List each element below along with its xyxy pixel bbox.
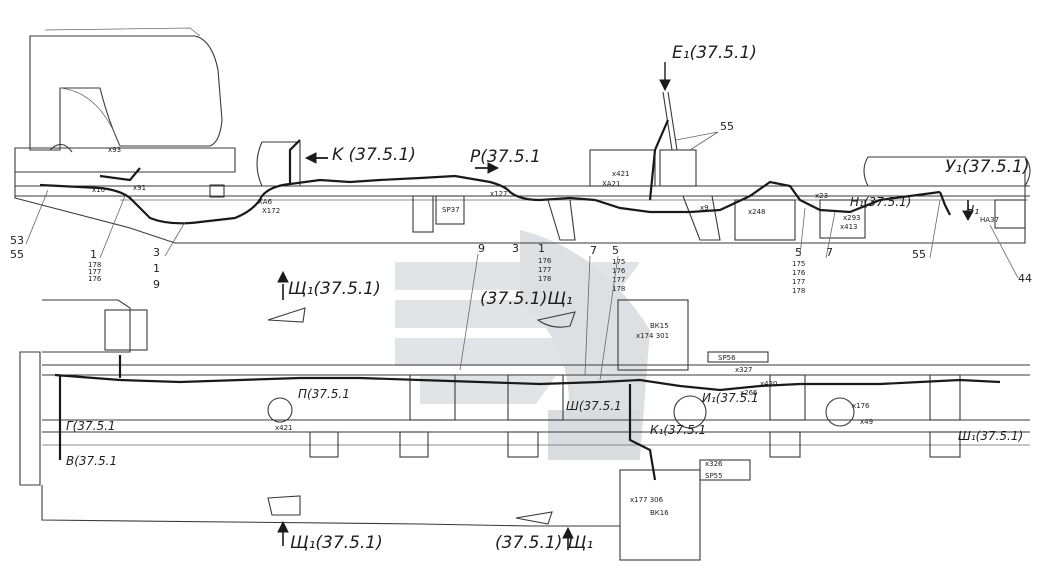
leader-7: 7 [590, 244, 597, 257]
leader-178b: 178 [538, 275, 551, 283]
section-inset-icons [267, 307, 576, 525]
leader-176c: 176 [612, 267, 626, 275]
callout-shch1-bottom-left: Щ₁(37.5.1) [290, 533, 383, 553]
callout-n1: Н₁(37.5.1) [850, 195, 911, 209]
leader-1c: 1 [538, 242, 545, 255]
label-x91: x91 [133, 184, 146, 192]
label-x420: x420 [760, 380, 778, 388]
label-x177-306: x177 306 [630, 496, 664, 504]
leader-177b: 177 [538, 266, 551, 274]
callout-sh1: Ш₁(37.5.1) [958, 429, 1023, 443]
label-x326: x326 [705, 460, 723, 468]
leader-9: 9 [478, 242, 485, 255]
leader-44: 44 [1018, 272, 1032, 285]
top-side-view [14, 27, 1031, 244]
leader-177d: 177 [792, 278, 805, 286]
leader-3: 3 [153, 246, 160, 259]
label-xa21: XA21 [602, 180, 621, 188]
leader-53: 53 [10, 234, 24, 247]
leader-175: 175 [612, 258, 625, 266]
leader-176d: 176 [792, 269, 806, 277]
callout-k1: К₁(37.5.1 [650, 423, 706, 437]
leader-177: 177 [88, 268, 101, 276]
leader-55-right: 55 [912, 248, 926, 261]
component-labels: x93 x10 x91 XA6 X172 x127 SP37 x421 XA21… [92, 146, 999, 517]
label-xa6: XA6 [258, 198, 273, 206]
label-x421: x421 [612, 170, 630, 178]
callout-shch1-bottom-right: (37.5.1) Щ₁ [495, 533, 593, 553]
label-x9: x9 [700, 204, 709, 212]
label-x266: x266 [740, 389, 758, 397]
leader-1b: 1 [153, 262, 160, 275]
leader-7b: 7 [826, 246, 833, 259]
label-x327: x327 [735, 366, 753, 374]
label-x421b: x421 [275, 424, 293, 432]
bottom-plan-view [19, 299, 1030, 561]
leader-numbers: 55 53 55 1 178 177 176 3 1 9 9 3 1 176 1… [10, 120, 1032, 381]
label-ha37: HA37 [980, 216, 999, 224]
leader-5: 5 [612, 244, 619, 257]
label-x293: x293 [843, 214, 861, 222]
callout-sh: Ш(37.5.1 [566, 399, 622, 413]
label-x176: x176 [852, 402, 870, 410]
arrows [277, 62, 974, 550]
leader-178: 178 [88, 261, 101, 269]
callout-e1: E₁(37.5.1) [672, 43, 757, 63]
callout-labels: E₁(37.5.1) K (37.5.1) P(37.5.1 У₁(37.5.1… [66, 43, 1030, 553]
label-sp37: SP37 [442, 206, 460, 214]
leader-55-left: 55 [10, 248, 24, 261]
label-sp55: SP55 [705, 472, 723, 480]
callout-shch1-mid: (37.5.1)Щ₁ [480, 289, 573, 309]
callout-shch1-top: Щ₁(37.5.1) [288, 279, 381, 299]
label-x174-301: x174 301 [636, 332, 669, 340]
leader-175b: 175 [792, 260, 805, 268]
label-x172: X172 [262, 207, 280, 215]
label-x127: x127 [490, 190, 508, 198]
leader-176: 176 [88, 275, 102, 283]
label-vk15: ВК15 [650, 322, 669, 330]
callout-g: Г(37.5.1 [66, 419, 116, 433]
leader-55-top: 55 [720, 120, 734, 133]
leader-178d: 178 [792, 287, 805, 295]
leader-1: 1 [90, 248, 97, 261]
leader-5b: 5 [795, 246, 802, 259]
label-x93: x93 [108, 146, 121, 154]
callout-ch1: Ч₁ [966, 203, 979, 217]
callout-p: P(37.5.1 [470, 147, 541, 167]
leader-178c: 178 [612, 285, 625, 293]
label-x23: x23 [815, 192, 828, 200]
label-x248: x248 [748, 208, 766, 216]
leader-3b: 3 [512, 242, 519, 255]
callout-u1: У₁(37.5.1) [945, 157, 1030, 177]
label-vk16: ВК16 [650, 509, 669, 517]
watermark-logo [395, 230, 650, 460]
label-sp56: SP56 [718, 354, 736, 362]
label-x10: x10 [92, 186, 105, 194]
label-x413: x413 [840, 223, 858, 231]
leader-176b: 176 [538, 257, 552, 265]
label-x49: x49 [860, 418, 873, 426]
callout-i1: И₁(37.5.1 [702, 391, 759, 405]
leader-177c: 177 [612, 276, 625, 284]
callout-v: В(37.5.1 [66, 454, 117, 468]
callout-pi: П(37.5.1 [298, 387, 350, 401]
callout-k: K (37.5.1) [332, 145, 416, 165]
leader-9b: 9 [153, 278, 160, 291]
